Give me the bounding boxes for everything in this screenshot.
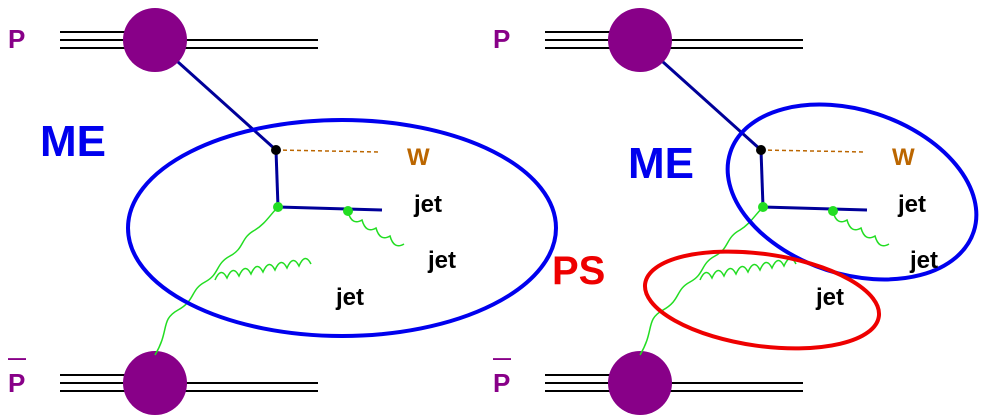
antiproton-bar: — <box>493 348 511 368</box>
jet-label-1: jet <box>413 191 442 218</box>
proton-blob-top <box>123 8 187 72</box>
vertex-gluon-1 <box>758 202 768 212</box>
vertex-w <box>756 145 766 155</box>
proton-bottom-label: P <box>493 368 510 398</box>
vertex-gluon-1 <box>273 202 283 212</box>
jet-label-1: jet <box>897 191 926 218</box>
quark-lines <box>661 60 868 212</box>
ps-label: PS <box>552 249 605 293</box>
me-label: ME <box>628 139 694 188</box>
proton-blob-top <box>608 8 672 72</box>
proton-beam-top <box>545 31 803 49</box>
me-region-ellipse <box>126 118 558 338</box>
vertex-gluon-2 <box>343 206 353 216</box>
w-boson-line <box>760 149 866 153</box>
w-label: W <box>892 144 915 171</box>
proton-bottom-label: P <box>8 368 25 398</box>
gluon-radiated-jet <box>699 257 797 281</box>
proton-top-label: P <box>493 24 510 54</box>
jet-label-3: jet <box>815 284 844 311</box>
proton-blob-bottom <box>123 351 187 415</box>
antiproton-bar: — <box>8 348 26 368</box>
proton-top-label: P <box>8 24 25 54</box>
proton-beam-top <box>60 31 318 49</box>
panel-left: P — P ME W jet jet jet <box>8 8 558 415</box>
proton-beam-bottom <box>545 374 803 392</box>
gluon-final-jet <box>347 211 405 247</box>
w-label: W <box>407 144 430 171</box>
proton-blob-bottom <box>608 351 672 415</box>
vertex-gluon-2 <box>828 206 838 216</box>
w-boson-line <box>275 149 381 153</box>
panel-right: P — P ME PS W jet jet jet <box>493 8 979 415</box>
jet-label-3: jet <box>335 284 364 311</box>
me-label: ME <box>40 117 106 166</box>
quark-lines <box>176 60 383 212</box>
vertex-w <box>271 145 281 155</box>
gluon-initial <box>154 206 279 356</box>
gluon-final-jet <box>832 211 890 247</box>
gluon-radiated-jet <box>214 257 312 281</box>
proton-beam-bottom <box>60 374 318 392</box>
ps-region-ellipse <box>642 249 882 351</box>
jet-label-2: jet <box>909 247 938 274</box>
jet-label-2: jet <box>427 247 456 274</box>
